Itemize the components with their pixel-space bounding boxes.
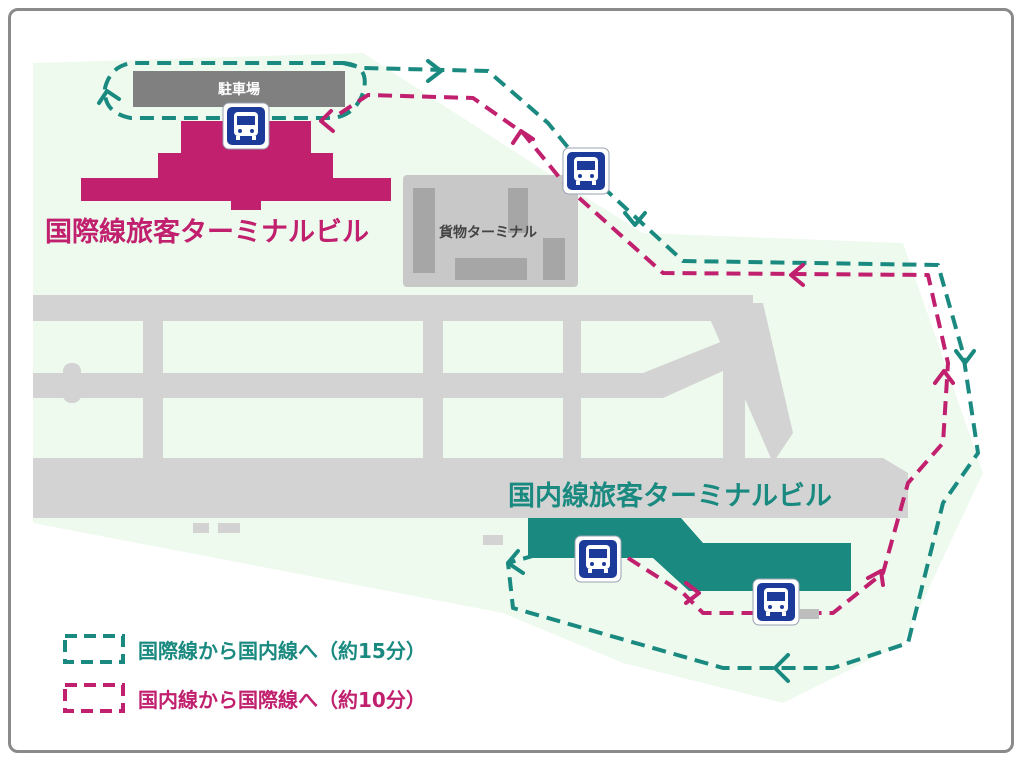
- map-frame: 貨物ターミナル 駐車場 国際線旅客ターミナルビル 国内線旅客ターミナルビル: [8, 8, 1014, 753]
- intl-terminal-building: [81, 121, 391, 201]
- legend-text-magenta: 国内線から国際線へ（約10分）: [138, 688, 426, 712]
- bus-stop-icon: [574, 535, 622, 583]
- legend-text-teal: 国際線から国内線へ（約15分）: [138, 639, 426, 663]
- airport-map: 貨物ターミナル 駐車場 国際線旅客ターミナルビル 国内線旅客ターミナルビル: [33, 53, 983, 713]
- intl-terminal-label: 国際線旅客ターミナルビル: [45, 216, 369, 248]
- bus-stop-icon: [222, 102, 270, 150]
- domestic-terminal-label: 国内線旅客ターミナルビル: [508, 480, 832, 512]
- bus-stop-icon: [562, 147, 610, 195]
- parking-label: 駐車場: [218, 81, 260, 98]
- cargo-terminal-label: 貨物ターミナル: [438, 224, 537, 241]
- bus-stop-icon: [752, 578, 800, 626]
- legend-swatch-teal: [63, 634, 125, 664]
- bus-stand: [799, 609, 819, 619]
- magenta-arrows: [319, 109, 955, 605]
- legend-swatch-magenta: [63, 683, 125, 713]
- teal-arrows: [97, 59, 976, 683]
- cargo-terminal: [403, 175, 578, 287]
- legend: 国際線から国内線へ（約15分） 国内線から国際線へ（約10分）: [63, 634, 426, 713]
- route-domestic-to-intl: [331, 93, 950, 615]
- parking-lot: [133, 71, 345, 107]
- runway-system: [33, 295, 908, 545]
- route-intl-to-domestic: [102, 61, 980, 670]
